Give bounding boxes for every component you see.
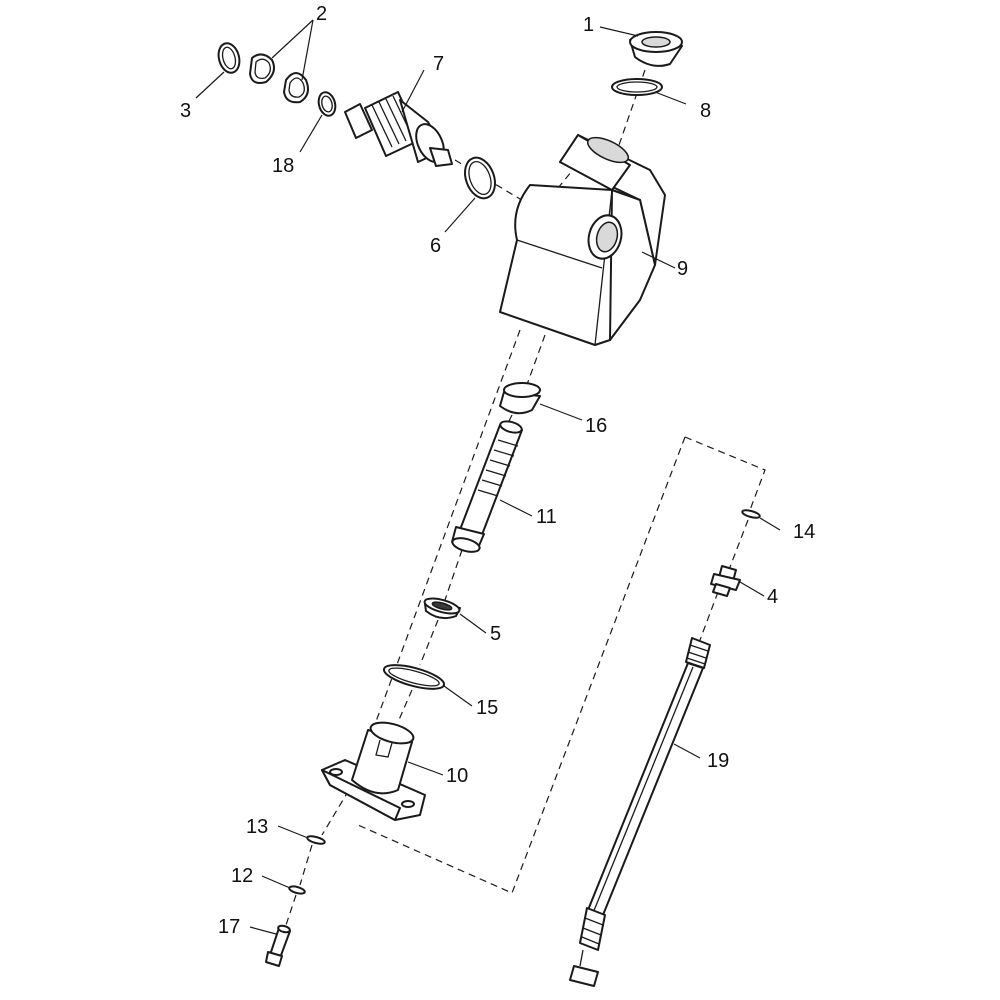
callout-2: 2 (316, 3, 327, 25)
callout-10: 10 (446, 765, 468, 787)
callout-4: 4 (767, 586, 778, 608)
callout-5: 5 (490, 623, 501, 645)
part-9-housing (499, 134, 666, 346)
callout-14: 14 (793, 521, 815, 543)
callout-labels: 1 2 3 7 8 18 6 9 16 11 14 4 5 15 10 19 1… (180, 3, 815, 938)
callout-15: 15 (476, 697, 498, 719)
part-8-o-ring (611, 78, 663, 96)
callout-9: 9 (677, 258, 688, 280)
part-16-cap (499, 382, 541, 415)
part-10-flange-base (321, 721, 426, 821)
callout-17: 17 (218, 916, 240, 938)
leader-lines (195, 19, 781, 935)
callout-8: 8 (700, 100, 711, 122)
callout-12: 12 (231, 865, 253, 887)
part-18-o-ring (317, 91, 337, 117)
part-19-hose (569, 637, 711, 987)
part-5-washer (423, 597, 461, 620)
callout-3: 3 (180, 100, 191, 122)
part-15-o-ring (382, 664, 446, 690)
part-7-gear-shaft (344, 91, 453, 167)
callout-19: 19 (707, 750, 729, 772)
part-14-seal (741, 509, 761, 519)
callout-13: 13 (246, 816, 268, 838)
part-12-seal (288, 885, 306, 895)
part-3-snap-ring (217, 42, 241, 74)
part-11-spring-plunger (451, 420, 523, 553)
part-17-bolt (265, 924, 291, 967)
callout-16: 16 (585, 415, 607, 437)
part-2-seals (249, 53, 309, 104)
part-13-seal (306, 835, 326, 845)
part-6-o-ring (464, 156, 496, 200)
part-4-fitting (710, 565, 741, 597)
callout-1: 1 (583, 14, 594, 36)
callout-11: 11 (536, 506, 557, 528)
callout-7: 7 (433, 53, 444, 75)
callout-6: 6 (430, 235, 441, 257)
callout-18: 18 (272, 155, 294, 177)
part-1-bushing (629, 31, 683, 67)
